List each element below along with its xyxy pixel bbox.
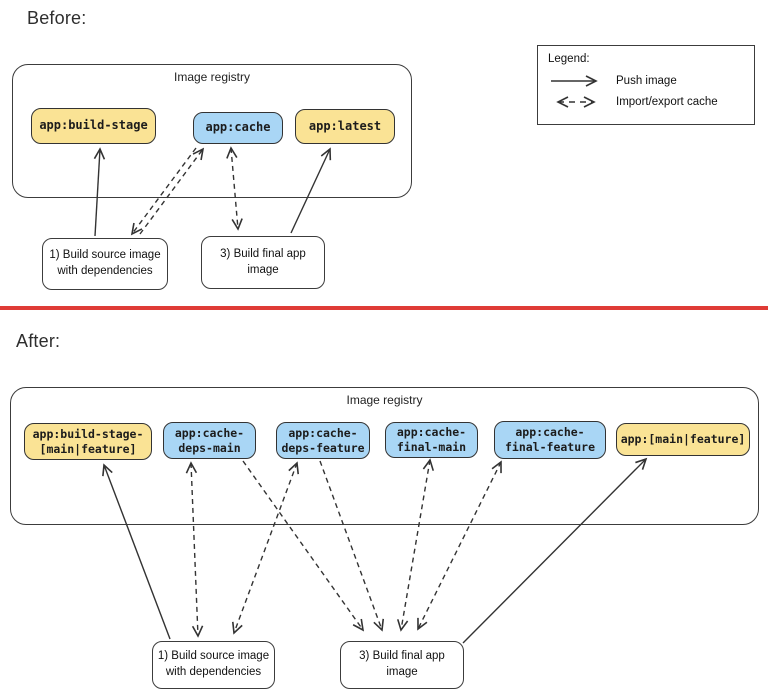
before-step-build-source-box: 1) Build source image with dependencies	[42, 238, 168, 290]
node-app-cache-final-feature: app:cache- final-feature	[494, 421, 606, 459]
step-text-line: 1) Build source image	[157, 650, 270, 663]
step-text-line: 1) Build source image	[49, 249, 161, 262]
node-label: app:cache	[205, 120, 271, 135]
legend-label: Import/export cache	[616, 95, 718, 108]
node-label: [main|feature]	[39, 441, 137, 456]
node-label: app:build-stage	[39, 118, 148, 133]
node-app-latest: app:latest	[295, 109, 395, 144]
step-text-line: 3) Build final app	[220, 247, 306, 260]
node-label: app:cache-	[515, 425, 585, 440]
node-app-cache: app:cache	[193, 112, 283, 144]
node-label: app:cache-	[396, 425, 467, 440]
legend-row-push-image: Push image	[548, 70, 744, 91]
node-app-main-feature: app:[main|feature]	[616, 423, 750, 456]
node-label: deps-feature	[281, 440, 365, 455]
legend-row-import-export-cache: Import/export cache	[548, 91, 744, 112]
legend-label: Push image	[616, 74, 677, 87]
step-text-line: image	[386, 666, 418, 678]
after-section-title: After:	[16, 331, 61, 351]
step-text-line: 3) Build final app	[359, 650, 445, 663]
before-registry-title: Image registry	[173, 70, 251, 84]
legend: Legend: Push image Import/export cache	[537, 45, 755, 125]
node-app-cache-deps-main: app:cache- deps-main	[163, 422, 256, 459]
node-app-cache-deps-feature: app:cache- deps-feature	[276, 422, 370, 459]
node-label: app:cache-	[174, 425, 245, 440]
node-app-build-stage: app:build-stage	[31, 108, 156, 144]
node-label: app:cache-	[288, 425, 358, 440]
step-text-line: image	[247, 263, 279, 276]
step-text-line: with dependencies	[57, 265, 153, 277]
before-step-build-final-box: 3) Build final app image	[201, 236, 325, 289]
node-label: final-feature	[504, 440, 595, 454]
node-app-cache-final-main: app:cache- final-main	[385, 422, 478, 458]
before-section-title: Before:	[27, 8, 87, 28]
node-label: app:[main|feature]	[620, 432, 746, 447]
node-label: app:latest	[308, 118, 382, 133]
after-step-build-final-box: 3) Build final app image	[340, 641, 464, 689]
after-step-build-source-box: 1) Build source image with dependencies	[152, 641, 275, 689]
step-text-line: with dependencies	[165, 666, 262, 678]
legend-title: Legend:	[548, 53, 590, 65]
section-divider-line	[0, 306, 768, 310]
push-image-arrow-icon	[551, 74, 598, 87]
node-label: deps-main	[178, 440, 241, 455]
node-label: final-main	[396, 440, 467, 454]
import-export-cache-arrow-icon	[556, 95, 596, 108]
node-app-build-stage-main-feature: app:build-stage- [main|feature]	[24, 423, 152, 460]
after-registry-title: Image registry	[346, 393, 423, 407]
node-label: app:build-stage-	[32, 426, 144, 441]
